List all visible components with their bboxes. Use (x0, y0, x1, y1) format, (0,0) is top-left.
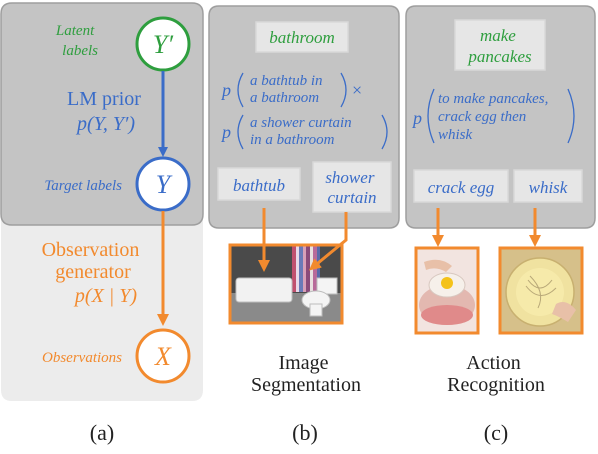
bathroom-image (228, 243, 344, 325)
whisk-label: whisk (529, 178, 568, 197)
left-paren-2 (237, 114, 244, 150)
right-paren-2 (381, 114, 388, 150)
target-node (135, 156, 191, 212)
action-recognition-title: Action Recognition (447, 352, 545, 396)
bathtub-label: bathtub (233, 176, 285, 195)
toilet-illustration (301, 277, 338, 317)
egg-yolk (441, 277, 453, 289)
bathroom-image-border (228, 243, 344, 325)
prob-3-line-3: whisk (438, 127, 473, 143)
p-symbol-2: p (220, 122, 231, 142)
observation-node (135, 328, 191, 384)
latent-node-label: Y′ (153, 30, 173, 59)
image-segmentation-title: Image Segmentation (251, 352, 361, 396)
target-labels-label: Target labels (44, 178, 122, 194)
whisk-image-border (498, 246, 584, 335)
p-symbol-3: p (411, 108, 422, 128)
times-symbol: × (352, 80, 362, 100)
lm-prior-formula: p(Y, Y′) (75, 113, 135, 135)
caption-b: (b) (292, 420, 318, 445)
shower-curtain-illustration (292, 246, 320, 292)
bathtub-label-box (217, 167, 301, 201)
prob-1-line-1: a bathtub in (250, 73, 323, 89)
right-paren-3 (567, 88, 575, 144)
lm-prior-title: LM prior (67, 88, 141, 110)
whisk-wires (525, 275, 557, 309)
left-paren-1 (237, 72, 244, 108)
bathtub-illustration (235, 277, 293, 303)
observation-node-label: X (154, 342, 172, 371)
whisk-image (498, 246, 584, 335)
make-pancakes-label: make pancakes (467, 26, 532, 66)
crack-egg-label-box (413, 169, 509, 203)
generator-title: Observation generator (42, 239, 145, 283)
prob-3-line-1: to make pancakes, (438, 91, 548, 107)
latent-labels-label: Latent labels (55, 23, 98, 59)
crack-egg-label: crack egg (428, 178, 495, 197)
bathroom-label: bathroom (269, 28, 335, 47)
crack-egg-image (414, 246, 480, 335)
panel-c: make pancakes p to make pancakes, crack … (405, 5, 596, 445)
prob-3-line-2: crack egg then (438, 109, 526, 125)
prob-2-line-1: a shower curtain (250, 115, 352, 131)
shower-curtain-label: shower curtain (325, 168, 378, 207)
crack-egg-image-border (414, 246, 480, 335)
whisk-label-box (513, 169, 583, 203)
caption-a: (a) (90, 420, 114, 445)
target-node-label: Y (156, 170, 173, 199)
observations-label: Observations (42, 350, 122, 366)
bathroom-label-box (255, 21, 349, 53)
panel-b: bathroom p a bathtub in a bathroom × p a… (208, 5, 400, 445)
right-paren-1 (340, 72, 347, 108)
latent-node (135, 16, 191, 72)
shower-curtain-arrow (308, 212, 348, 271)
make-pancakes-label-box (454, 19, 546, 71)
panel-a: Latent labels Y′ LM prior p(Y, Y′) Targe… (0, 2, 204, 445)
shower-curtain-label-box (312, 161, 392, 213)
whisking-hand (552, 302, 576, 322)
left-paren-3 (427, 88, 435, 144)
caption-c: (c) (484, 420, 508, 445)
generator-formula: p(X | Y) (73, 285, 137, 307)
hand-illustration (424, 259, 452, 272)
prob-2-line-2: in a bathroom (250, 132, 335, 148)
p-symbol-1: p (220, 80, 231, 100)
prob-1-line-2: a bathroom (250, 90, 319, 106)
